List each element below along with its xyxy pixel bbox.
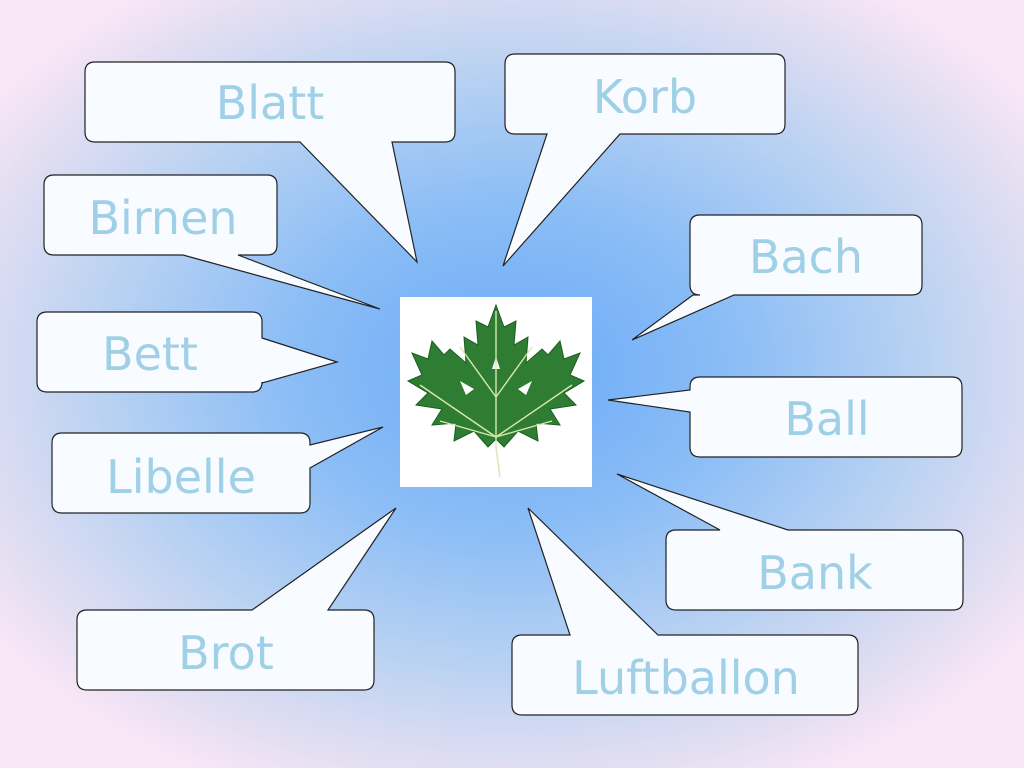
speech-bubble-bank: Bank xyxy=(616,473,964,611)
word-label-bach: Bach xyxy=(749,230,863,284)
word-label-blatt: Blatt xyxy=(216,76,325,130)
speech-bubble-blatt: Blatt xyxy=(84,61,456,264)
word-label-brot: Brot xyxy=(178,626,274,680)
speech-bubble-shape xyxy=(631,214,923,341)
speech-bubble-shape xyxy=(76,507,397,691)
word-label-bank: Bank xyxy=(757,546,873,600)
speech-bubble-brot: Brot xyxy=(76,507,397,691)
speech-bubble-shape xyxy=(616,473,964,611)
speech-bubble-shape xyxy=(84,61,456,264)
word-label-birnen: Birnen xyxy=(88,191,237,245)
speech-bubble-libelle: Libelle xyxy=(51,426,384,514)
leaf-picture xyxy=(400,297,592,487)
word-label-korb: Korb xyxy=(593,70,697,124)
word-label-luftballon: Luftballon xyxy=(572,651,800,705)
speech-bubble-shape xyxy=(511,507,859,716)
speech-bubble-korb: Korb xyxy=(502,53,786,267)
speech-bubble-ball: Ball xyxy=(607,376,963,458)
speech-bubble-shape xyxy=(502,53,786,267)
word-label-ball: Ball xyxy=(784,392,869,446)
speech-bubble-shape xyxy=(607,376,963,458)
speech-bubble-shape xyxy=(43,174,381,310)
word-label-libelle: Libelle xyxy=(106,450,256,504)
speech-bubble-shape xyxy=(36,311,340,393)
word-label-bett: Bett xyxy=(102,327,198,381)
speech-bubble-bett: Bett xyxy=(36,311,340,393)
maple-leaf-icon xyxy=(406,303,586,478)
speech-bubble-birnen: Birnen xyxy=(43,174,381,310)
speech-bubble-luftballon: Luftballon xyxy=(511,507,859,716)
speech-bubble-bach: Bach xyxy=(631,214,923,341)
speech-bubble-shape xyxy=(51,426,384,514)
